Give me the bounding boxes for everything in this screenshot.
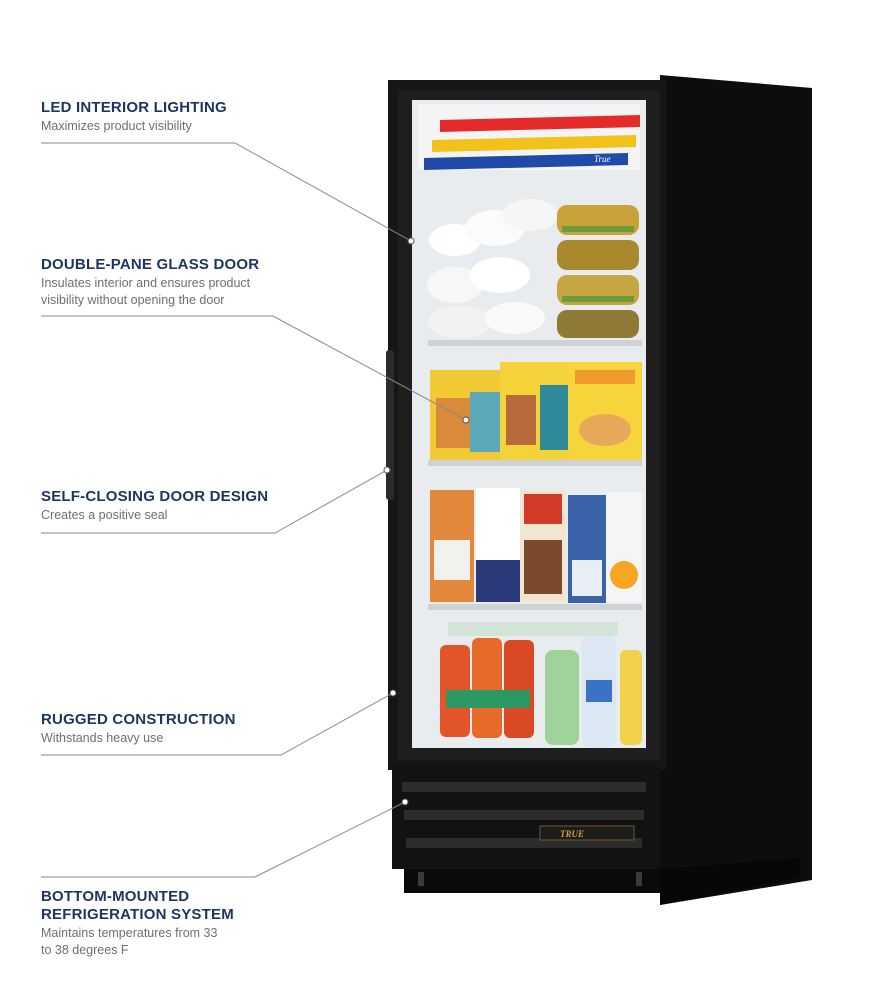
- leader-dot-led: [407, 237, 415, 245]
- leader-line-self-closing: [41, 469, 388, 534]
- callout-rugged-construction: RUGGED CONSTRUCTION Withstands heavy use: [41, 711, 291, 747]
- callout-title: LED INTERIOR LIGHTING: [41, 99, 227, 116]
- grille-badge: [539, 825, 635, 841]
- shelf-2-products: [430, 362, 642, 460]
- caster-right: [636, 872, 642, 886]
- leader-dots: [383, 237, 470, 806]
- grille-slat-2: [404, 810, 644, 820]
- shelf-2: [428, 460, 642, 466]
- cabinet-side-panel: [660, 75, 812, 905]
- leader-line-glass-door: [41, 315, 467, 421]
- caster-left: [418, 872, 424, 886]
- shelf-3-products: [430, 488, 642, 603]
- door-handle: [386, 350, 394, 500]
- callout-description: Creates a positive seal: [41, 508, 168, 522]
- callout-description: Maintains temperatures from 33 to 38 deg…: [41, 926, 218, 957]
- shelf-3: [428, 604, 642, 610]
- callout-title: BOTTOM-MOUNTED REFRIGERATION SYSTEM: [41, 888, 234, 923]
- grille-slat-3: [406, 838, 642, 848]
- leader-dot-rugged: [389, 689, 397, 697]
- callout-title: SELF-CLOSING DOOR DESIGN: [41, 488, 269, 505]
- callout-led-lighting: LED INTERIOR LIGHTING Maximizes product …: [41, 99, 291, 135]
- leader-line-rugged: [41, 692, 394, 756]
- leader-line-led: [41, 142, 412, 242]
- header-logo: True: [594, 154, 611, 164]
- shelf-1: [428, 340, 642, 346]
- callout-description: Withstands heavy use: [41, 731, 164, 745]
- grille-logo: TRUE: [560, 829, 584, 839]
- header-stripe-blue: [424, 153, 628, 170]
- callout-title: RUGGED CONSTRUCTION: [41, 711, 236, 728]
- grille-slat-1: [402, 782, 646, 792]
- callout-refrigeration-system: BOTTOM-MOUNTED REFRIGERATION SYSTEM Main…: [41, 888, 291, 959]
- callout-description: Maximizes product visibility: [41, 119, 192, 133]
- callout-self-closing-door: SELF-CLOSING DOOR DESIGN Creates a posit…: [41, 488, 291, 524]
- callout-glass-door: DOUBLE-PANE GLASS DOOR Insulates interio…: [41, 256, 291, 309]
- cabinet-base: [404, 869, 660, 893]
- callout-title: DOUBLE-PANE GLASS DOOR: [41, 256, 260, 273]
- leader-dot-self-closing: [383, 466, 391, 474]
- shelf-1-products: [427, 199, 639, 338]
- callout-description: Insulates interior and ensures product v…: [41, 276, 251, 307]
- cabinet-base-side: [660, 858, 800, 905]
- header-stripe-red: [440, 115, 640, 132]
- leader-dot-refrigeration: [401, 798, 409, 806]
- leader-lines: [41, 142, 467, 878]
- leader-dot-glass-door: [462, 416, 470, 424]
- header-stripe-yellow: [432, 135, 636, 152]
- shelf-4-products: [440, 622, 642, 747]
- leader-line-refrigeration: [41, 801, 406, 878]
